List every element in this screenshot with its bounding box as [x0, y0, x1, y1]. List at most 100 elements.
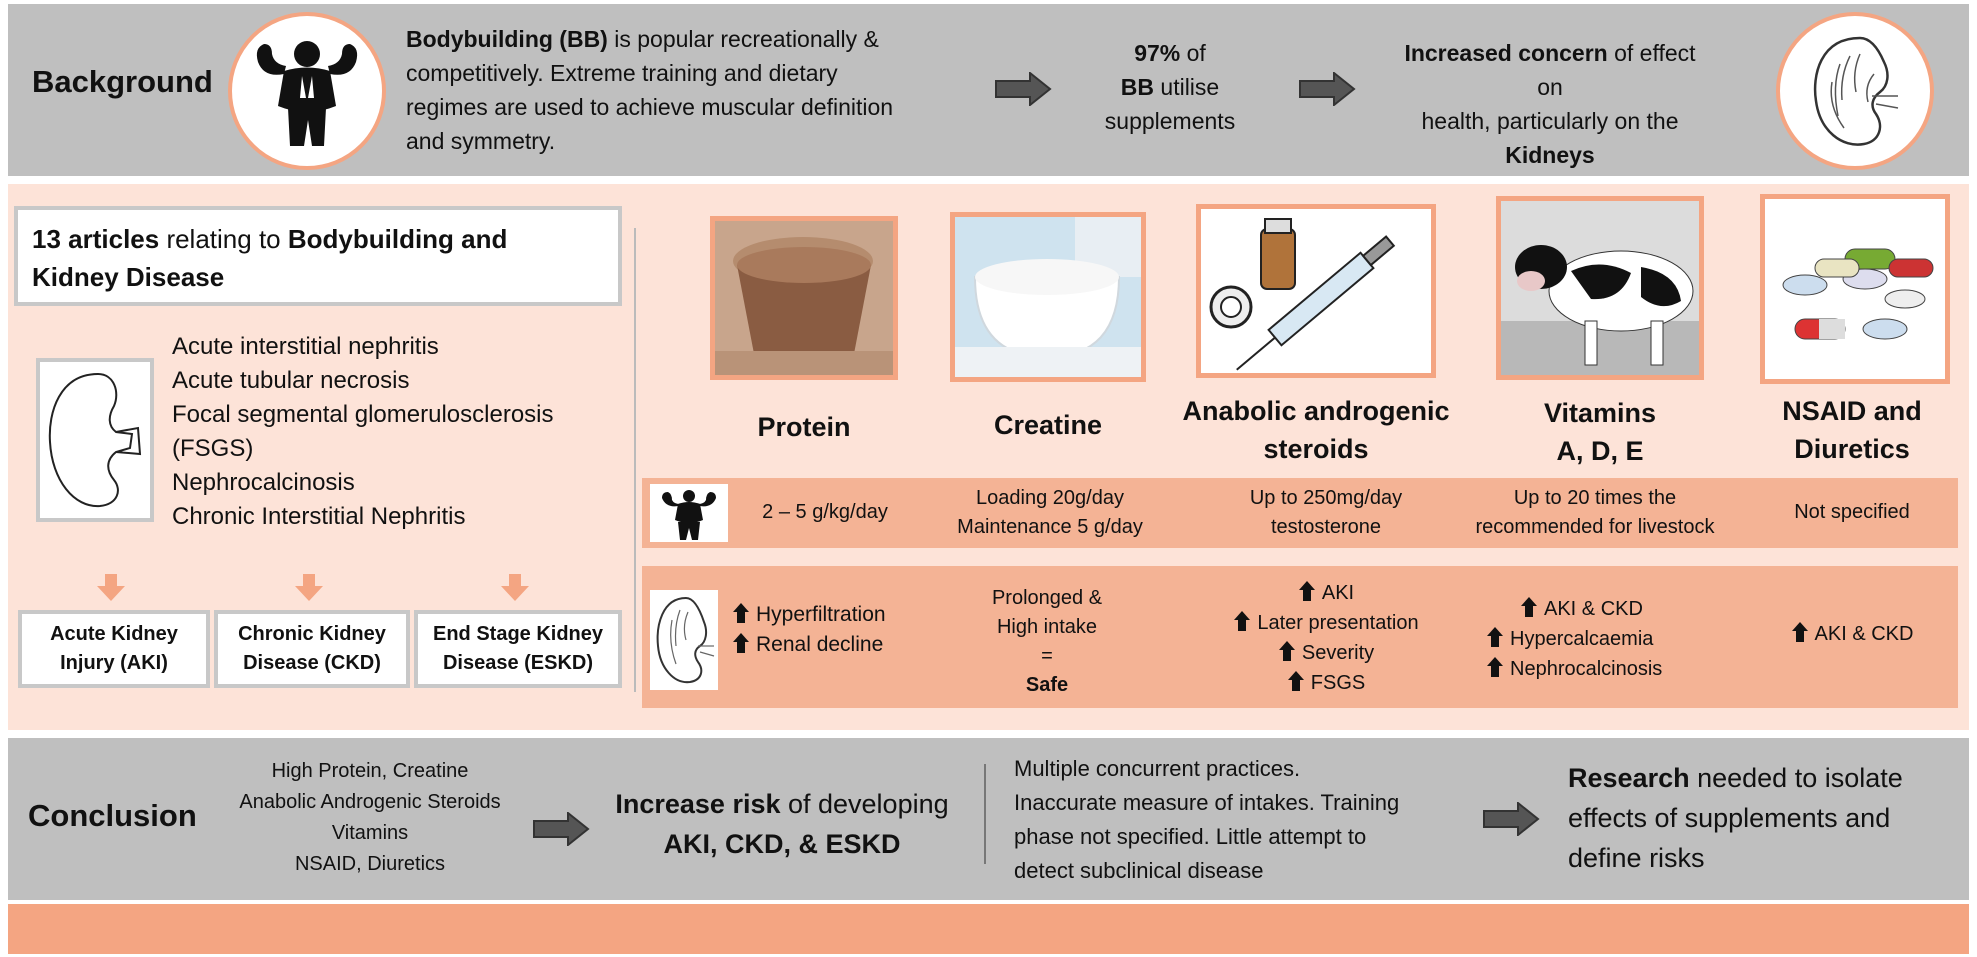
conclusion-item: Anabolic Androgenic Steroids: [239, 791, 501, 813]
supplement-line: Creatine: [993, 410, 1103, 440]
effect-item: AKI & CKD: [1544, 598, 1643, 620]
effect-item: Later presentation: [1257, 612, 1419, 634]
steroid-syringe-image: [1196, 204, 1436, 378]
effect-line: High intake: [996, 616, 1098, 638]
condition-item: Focal segmental glomerulosclerosis: [172, 401, 554, 428]
bodybuilder-icon: [228, 12, 386, 170]
risk-block: Increase risk of developing AKI, CKD, & …: [596, 784, 968, 864]
pills-image: [1760, 194, 1950, 384]
condition-item: Chronic Interstitial Nephritis: [172, 503, 466, 530]
intake-row: [642, 478, 1958, 548]
review-count-rest: relating to: [159, 224, 288, 254]
background-title: Background: [32, 64, 213, 99]
supplement-label-protein: Protein: [704, 408, 904, 446]
review-topic-2: Kidney Disease: [32, 262, 225, 292]
condition-list: Acute interstitial nephritis Acute tubul…: [172, 330, 554, 534]
supplement-line: Protein: [757, 412, 851, 442]
intake-creatine: Loading 20g/day Maintenance 5 g/day: [920, 484, 1180, 542]
effects-creatine: Prolonged & High intake = Safe: [952, 584, 1142, 700]
concern-bold: Increased concern: [1404, 40, 1608, 66]
supplement-line: Vitamins: [1543, 398, 1657, 428]
arrow-right-icon: [1299, 72, 1356, 106]
supplement-line: Anabolic androgenic: [1182, 396, 1450, 426]
footer-band: [8, 904, 1969, 954]
research-block: Research needed to isolate effects of su…: [1568, 758, 1903, 878]
outcome-line: Disease (CKD): [243, 652, 381, 674]
research-bold: Research: [1568, 763, 1690, 793]
research-line-3: define risks: [1568, 843, 1705, 873]
conclusion-title: Conclusion: [28, 798, 197, 833]
intake-line: Maintenance 5 g/day: [957, 516, 1143, 538]
limitation-line: detect subclinical disease: [1014, 858, 1264, 883]
effects-nsaid: AKI & CKD: [1752, 620, 1952, 649]
research-rest: needed to isolate: [1689, 763, 1903, 793]
supplement-label-nsaid: NSAID and Diuretics: [1752, 392, 1952, 468]
arrow-up-icon: [733, 603, 749, 623]
stat-line-3: supplements: [1104, 108, 1236, 134]
effect-line: Safe: [1025, 674, 1069, 696]
supplement-label-creatine: Creatine: [948, 406, 1148, 444]
stat-rest: utilise: [1154, 74, 1220, 100]
intake-line: Up to 20 times the: [1513, 487, 1677, 509]
effects-steroids: AKI Later presentation Severity FSGS: [1196, 578, 1456, 698]
conclusion-item: NSAID, Diuretics: [294, 853, 446, 875]
supplement-line: NSAID and: [1782, 396, 1922, 426]
intro-rest: is popular recreationally &: [607, 26, 879, 52]
effect-item: FSGS: [1310, 672, 1366, 694]
condition-item: (FSGS): [172, 435, 254, 462]
conclusion-item: Vitamins: [331, 822, 409, 844]
conclusion-band: [8, 738, 1969, 900]
intro-line-4: and symmetry.: [406, 128, 556, 154]
arrow-up-icon: [1487, 657, 1503, 677]
effect-item: Hyperfiltration: [756, 603, 886, 626]
outcome-line: End Stage Kidney: [432, 623, 604, 645]
effect-item: AKI & CKD: [1814, 623, 1914, 645]
arrow-up-icon: [1487, 627, 1503, 647]
concern-line-3: Kidneys: [1505, 142, 1595, 168]
background-intro: Bodybuilding (BB) is popular recreationa…: [406, 22, 986, 158]
creatine-powder-image: [950, 212, 1146, 382]
intake-line: recommended for livestock: [1475, 516, 1715, 538]
arrow-up-icon: [1278, 641, 1295, 661]
effect-item: Renal decline: [756, 633, 884, 656]
concern-rest: of effect on: [1537, 40, 1696, 100]
effects-vitamins: AKI & CKD Hypercalcaemia Nephrocalcinosi…: [1486, 594, 1662, 684]
stat-value: 97%: [1134, 40, 1181, 66]
effect-item: Hypercalcaemia: [1510, 628, 1654, 650]
arrow-down-icon: [295, 574, 323, 601]
conclusion-items: High Protein, Creatine Anabolic Androgen…: [210, 756, 530, 880]
condition-item: Nephrocalcinosis: [172, 469, 355, 496]
arrow-right-icon: [995, 72, 1052, 106]
arrow-right-icon: [1483, 802, 1540, 836]
arrow-right-icon: [533, 812, 590, 846]
review-summary-box: 13 articles relating to Bodybuilding and…: [14, 206, 622, 306]
supplement-label-vitamins: Vitamins A, D, E: [1500, 394, 1700, 470]
effect-line: Prolonged &: [991, 587, 1103, 609]
condition-item: Acute tubular necrosis: [172, 367, 410, 394]
outcome-line: Acute Kidney: [50, 623, 178, 645]
stat-bb: BB: [1120, 74, 1155, 100]
intro-bold: Bodybuilding (BB): [406, 26, 608, 52]
intake-line: testosterone: [1270, 516, 1382, 538]
intro-line-3: regimes are used to achieve muscular def…: [406, 94, 894, 120]
supplement-line: Diuretics: [1794, 434, 1910, 464]
intake-line: Not specified: [1794, 501, 1910, 523]
limitations: Multiple concurrent practices. Inaccurat…: [1014, 752, 1399, 888]
arrow-up-icon: [1298, 581, 1315, 601]
arrow-up-icon: [733, 633, 749, 653]
supplement-line: A, D, E: [1556, 436, 1644, 466]
arrow-down-icon: [97, 574, 125, 601]
bodybuilder-icon: [650, 484, 728, 542]
conclusion-item: High Protein, Creatine: [271, 760, 469, 782]
arrow-up-icon: [1791, 622, 1808, 642]
limitation-line: Inaccurate measure of intakes. Training: [1014, 790, 1400, 815]
effect-item: Nephrocalcinosis: [1510, 658, 1663, 680]
effect-item: AKI: [1321, 582, 1355, 604]
effect-line: =: [1041, 645, 1053, 667]
effect-item: Severity: [1301, 642, 1375, 664]
outcome-line: Chronic Kidney: [238, 623, 386, 645]
cow-image: [1496, 196, 1704, 380]
